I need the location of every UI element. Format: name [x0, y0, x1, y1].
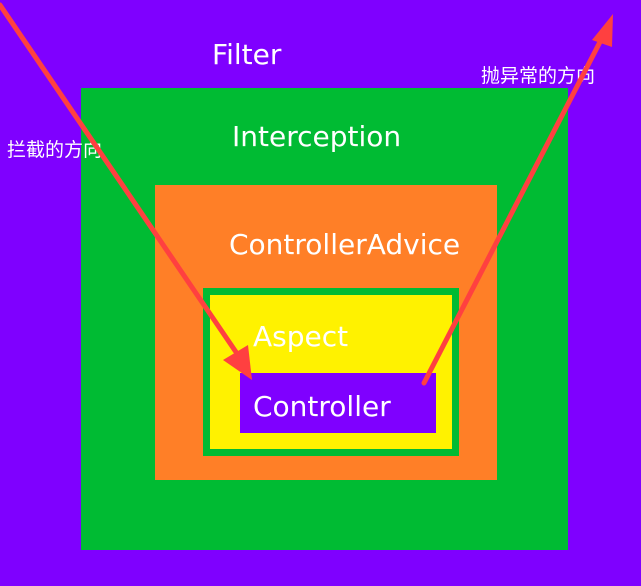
intercept-direction-label: 拦截的方向	[7, 139, 103, 161]
filter-label: Filter	[212, 38, 282, 71]
exception-arrow	[421, 14, 613, 386]
controller-advice-label: ControllerAdvice	[229, 228, 461, 261]
intercept-arrow	[0, 2, 252, 380]
controller-box	[240, 373, 436, 433]
aspect-label: Aspect	[253, 320, 349, 353]
controller-label: Controller	[253, 390, 391, 423]
interception-label: Interception	[232, 120, 402, 153]
exception-direction-label: 抛异常的方向	[481, 65, 596, 87]
